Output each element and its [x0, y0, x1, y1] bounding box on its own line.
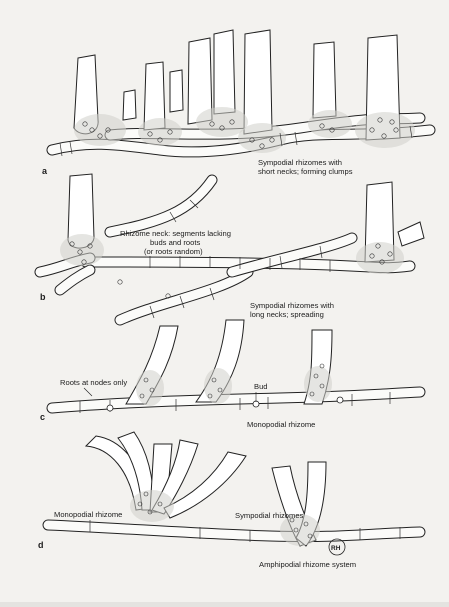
artist-signature: RH [331, 545, 341, 552]
panel-d-caption: Amphipodial rhizome system [259, 560, 356, 569]
panel-c-letter: c [40, 412, 45, 422]
panel-b-letter: b [40, 292, 46, 302]
panel-a-letter: a [42, 166, 48, 176]
sympodial-rhizomes-label: Sympodial rhizomes [235, 511, 304, 520]
panel-a-caption-line-1: Sympodial rhizomes with [258, 158, 342, 167]
bud-label: Bud [254, 382, 268, 391]
panel-b-caption-line-1: Sympodial rhizomes with [250, 301, 334, 310]
rhizome-neck-label-line-3: (or roots random) [144, 247, 203, 256]
roots-at-nodes-label: Roots at nodes only [60, 378, 127, 387]
panel-d-drawing: RH [48, 432, 420, 555]
rhizome-neck-label-line-1: Rhizome neck: segments lacking [120, 229, 231, 238]
panel-a-drawing [52, 30, 430, 156]
panel-c-drawing [52, 320, 420, 413]
monopodial-rhizome-label: Monopodial rhizome [54, 510, 122, 519]
panel-c-caption: Monopodial rhizome [247, 420, 315, 429]
panel-a-caption-line-2: short necks; forming clumps [258, 167, 353, 176]
panel-b-caption-line-2: long necks; spreading [250, 310, 324, 319]
panel-d-letter: d [38, 540, 44, 550]
rhizome-neck-label-line-2: buds and roots [150, 238, 200, 247]
panel-b-drawing [40, 174, 424, 320]
